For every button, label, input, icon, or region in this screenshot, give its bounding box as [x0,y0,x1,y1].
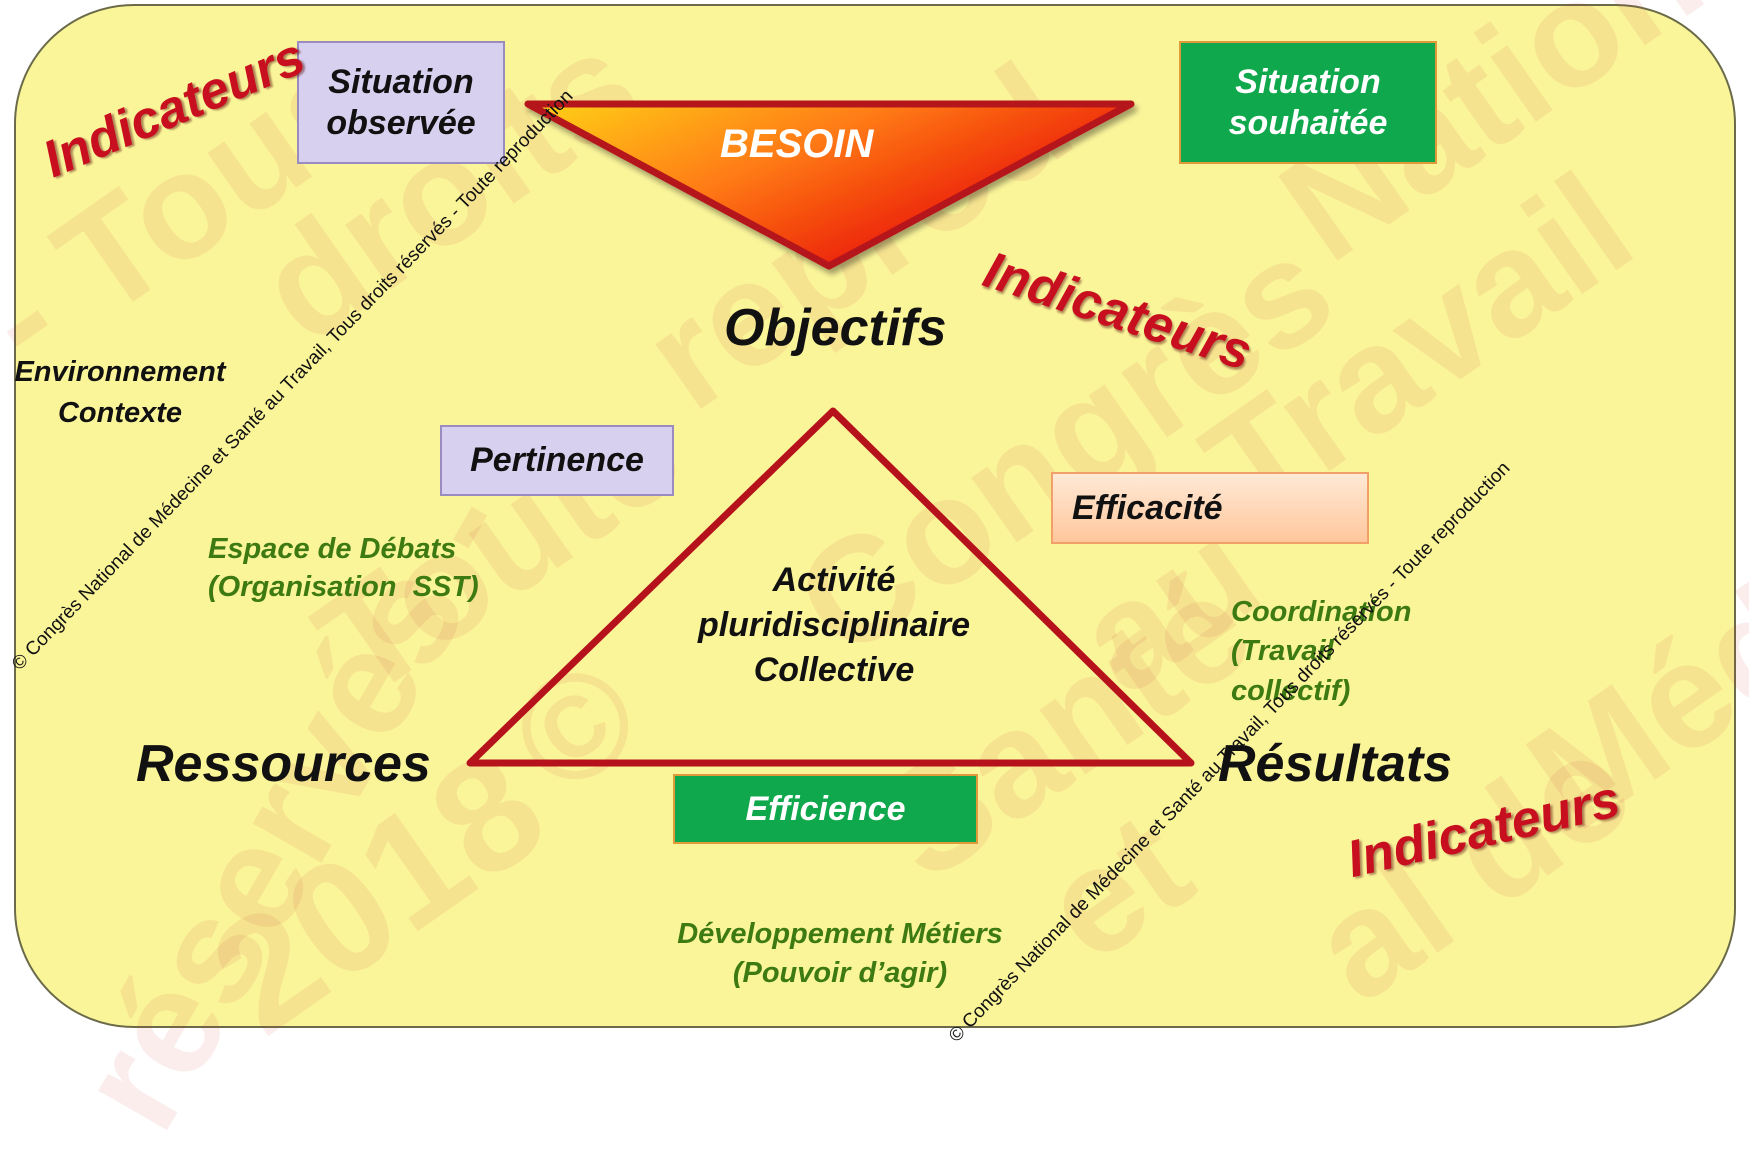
developpement-line1: Développement Métiers [677,918,1003,950]
espace-debats-line1: Espace de Débats [208,533,457,565]
besoin-triangle [524,100,1135,270]
developpement-line2: (Pouvoir d’agir) [732,957,948,990]
contexte-label: Contexte [57,396,183,429]
environnement-label: Environnement [14,356,226,388]
pertinence-box: Pertinence [440,425,674,496]
activite-line3: Collective [753,650,915,689]
developpement-text: Développement Métiers (Pouvoir d’agir) [640,915,1040,993]
efficacite-box: Efficacité [1051,472,1369,544]
situation-souhaitee-label: Situation souhaitée [1228,62,1388,142]
environnement-contexte: Environnement Contexte [0,352,270,433]
activite-text: Activité pluridisciplinaire Collective [634,558,1034,693]
objectifs-label: Objectifs [724,299,947,357]
coordination-line2: (Travail [1231,635,1334,668]
ressources-label: Ressources [136,735,431,793]
situation-observee-box: Situation observée [297,41,505,164]
coordination-line1: Coordination [1231,596,1412,628]
pertinence-label: Pertinence [470,441,644,480]
activite-line1: Activité [772,561,896,599]
situation-souhaitee-box: Situation souhaitée [1179,41,1437,164]
besoin-label: BESOIN [720,122,874,166]
diagram-shapes [466,100,1195,767]
resultats-label: Résultats [1218,735,1453,793]
efficacite-label: Efficacité [1072,488,1223,527]
espace-debats-line2: (Organisation SST) [208,571,479,604]
coordination-text: Coordination (Travail collectif) [1231,593,1411,711]
coordination-line3: collectif) [1231,674,1351,707]
activite-line2: pluridisciplinaire [697,605,971,644]
efficience-label: Efficience [745,789,906,828]
espace-debats-text: Espace de Débats (Organisation SST) [208,530,479,607]
situation-observee-label: Situation observée [326,62,476,142]
activity-triangle [466,407,1195,767]
efficience-box: Efficience [673,774,978,844]
